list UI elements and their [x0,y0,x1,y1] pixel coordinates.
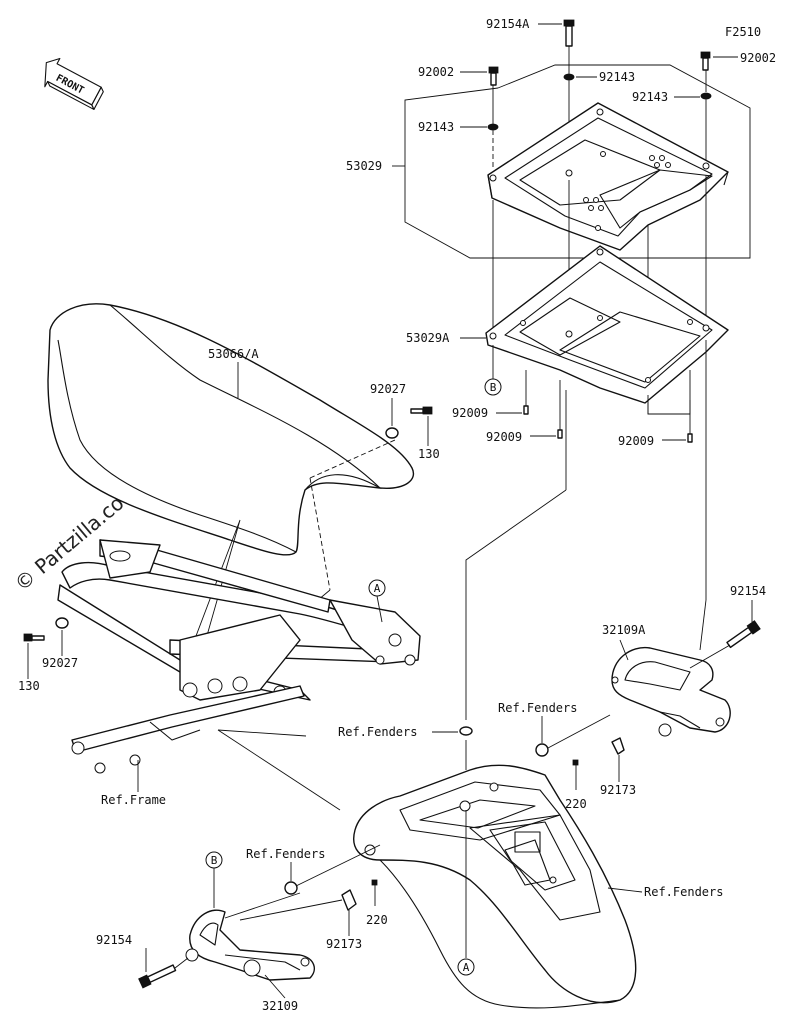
bolt-92154-right [726,620,761,649]
ref-marker-A-fender-label: A [463,961,470,974]
callout-220-right: 220 [565,797,587,811]
bolt-130-top [410,406,433,415]
washer-92143-top [563,73,575,81]
callout-92009-c: 92009 [618,434,654,448]
bolt-130-left [23,633,45,642]
callout-92154-left: 92154 [96,933,132,947]
grommet-92027-top [385,427,399,439]
bolt-92154-left [138,964,177,989]
callout-53066A: 53066/A [208,347,259,361]
screw-92009-a [523,370,529,415]
callout-130-top: 130 [418,447,440,461]
callout-92009-b: 92009 [486,430,522,444]
base-plate-53029A [485,245,729,404]
callout-92143-top: 92143 [599,70,635,84]
callout-53029A: 53029A [406,331,450,345]
front-arrow-icon: FRONT [44,57,104,110]
ref-fenders-left-label: Ref.Fenders [338,725,417,739]
callout-92002-right: 92002 [740,51,776,65]
grab-bar-32109 [185,909,316,981]
ref-marker-B-lower-label: B [211,854,218,867]
callout-92173-lower: 92173 [326,937,362,951]
bolt-92002-left [488,66,499,125]
callout-92154A: 92154A [486,17,530,31]
screw-220-lower [371,879,378,906]
screw-220-right [572,759,579,790]
callout-92143-left: 92143 [418,120,454,134]
washer-92143-left [487,123,499,131]
callout-92027-left: 92027 [42,656,78,670]
callout-32109: 32109 [262,999,298,1013]
rear-fender [353,764,637,1009]
callout-92027-top: 92027 [370,382,406,396]
seat-53066A [47,303,415,556]
grommet-ref-fenders-left [459,726,473,736]
clip-92173-right [611,737,625,755]
figure-code: F2510 [725,25,761,39]
callout-130-left: 130 [18,679,40,693]
ref-fenders-right-label: Ref.Fenders [644,885,723,899]
callout-92173-right: 92173 [600,783,636,797]
rear-subframe [57,539,421,774]
callout-32109A: 32109A [602,623,646,637]
bolt-92002-right [700,51,711,92]
callout-92154-right: 92154 [730,584,766,598]
ref-fenders-lower-label: Ref.Fenders [246,847,325,861]
callout-92143-right: 92143 [632,90,668,104]
grommet-ref-fenders-upper [535,743,549,757]
grommet-92027-left [55,617,69,629]
callout-220-lower: 220 [366,913,388,927]
ref-fenders-upper-label: Ref.Fenders [498,701,577,715]
washer-92143-right [700,92,712,100]
clip-92173-lower [341,889,357,911]
callout-92009-a: 92009 [452,406,488,420]
ref-frame-label: Ref.Frame [101,793,166,807]
group-bracket-53029 [404,64,751,259]
grommet-ref-fenders-lower [284,881,298,895]
callout-92002-left: 92002 [418,65,454,79]
ref-marker-A-frame-label: A [374,582,381,595]
carrier-upper-53029 [487,102,729,251]
ref-marker-A-fender [457,958,475,976]
screw-92009-b [557,380,563,439]
callout-53029: 53029 [346,159,382,173]
ref-marker-B-carrier-label: B [490,381,497,394]
grab-bar-32109A [611,646,731,737]
